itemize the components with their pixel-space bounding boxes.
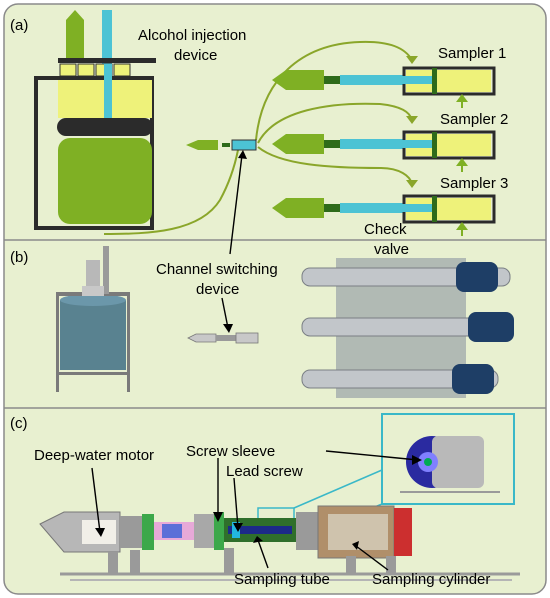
label-deep-water-motor: Deep-water motor xyxy=(34,447,154,464)
inset-highlight-box xyxy=(381,413,515,505)
label-check-valve-line1: Check xyxy=(364,221,407,238)
tube-to-sampler1 xyxy=(255,40,413,141)
label-check-valve-line2: valve xyxy=(374,241,409,258)
label-channel-switching-line1: Channel switching xyxy=(156,261,278,278)
label-sampling-cylinder: Sampling cylinder xyxy=(372,571,490,588)
label-alcohol-injection-line2: device xyxy=(174,47,217,64)
label-channel-switching-line2: device xyxy=(196,281,239,298)
deep-water-motor xyxy=(39,511,154,574)
sampler-1 xyxy=(272,66,496,108)
panel-label-c: (c) xyxy=(10,415,28,432)
photo-samplers xyxy=(301,258,514,398)
inset-screw-sleeve-detail xyxy=(400,436,500,493)
tube-injector-to-switch xyxy=(103,149,239,235)
panel-b-photos xyxy=(56,246,514,398)
screw-sleeve-assembly xyxy=(194,512,318,574)
label-screw-sleeve: Screw sleeve xyxy=(186,443,275,460)
photo-channel-switching-device xyxy=(187,332,259,344)
label-sampler-1: Sampler 1 xyxy=(438,45,506,62)
panel-c-cross-section xyxy=(39,413,520,581)
sampler-2 xyxy=(272,130,496,172)
callout-arrows xyxy=(91,154,419,571)
alcohol-injection-device xyxy=(34,10,156,230)
label-sampler-3: Sampler 3 xyxy=(440,175,508,192)
sampler-3 xyxy=(272,194,496,236)
label-sampling-tube: Sampling tube xyxy=(234,571,330,588)
label-lead-screw: Lead screw xyxy=(226,463,303,480)
sampling-cylinder xyxy=(317,505,412,574)
panel-a-schematic xyxy=(34,10,496,236)
channel-switching-device xyxy=(186,139,257,151)
panel-label-a: (a) xyxy=(10,17,28,34)
label-alcohol-injection-line1: Alcohol injection xyxy=(138,27,246,44)
arrowheads xyxy=(95,150,422,550)
label-sampler-2: Sampler 2 xyxy=(440,111,508,128)
tube-to-sampler3 xyxy=(257,146,413,185)
photo-alcohol-injection-device xyxy=(56,246,130,392)
panel-label-b: (b) xyxy=(10,249,28,266)
tube-to-sampler2 xyxy=(257,102,413,144)
